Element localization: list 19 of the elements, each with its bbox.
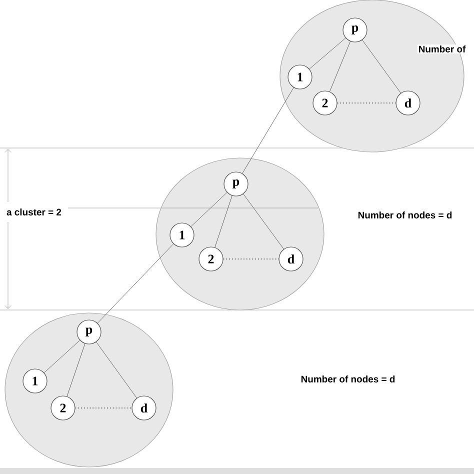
connector-line [190,192,228,227]
connector-line [214,195,232,248]
cluster-circle [156,158,324,310]
note-text: Number of nodes = d [356,210,454,220]
note-text: a cluster = 2 [6,208,62,216]
connector-line [97,244,174,324]
connector-line [242,87,294,174]
connector-line [96,342,138,398]
connector-line [362,40,402,94]
connector-line [329,41,351,92]
connector-line [222,258,280,260]
connector-line [243,194,284,250]
note-text: Number of nodes = d [300,374,396,384]
connector-line [336,102,396,104]
cluster-circle [4,312,174,468]
connector-line [44,340,80,373]
connector-line [309,38,346,70]
connector-line [66,343,86,397]
note-text: Number of [417,44,467,54]
